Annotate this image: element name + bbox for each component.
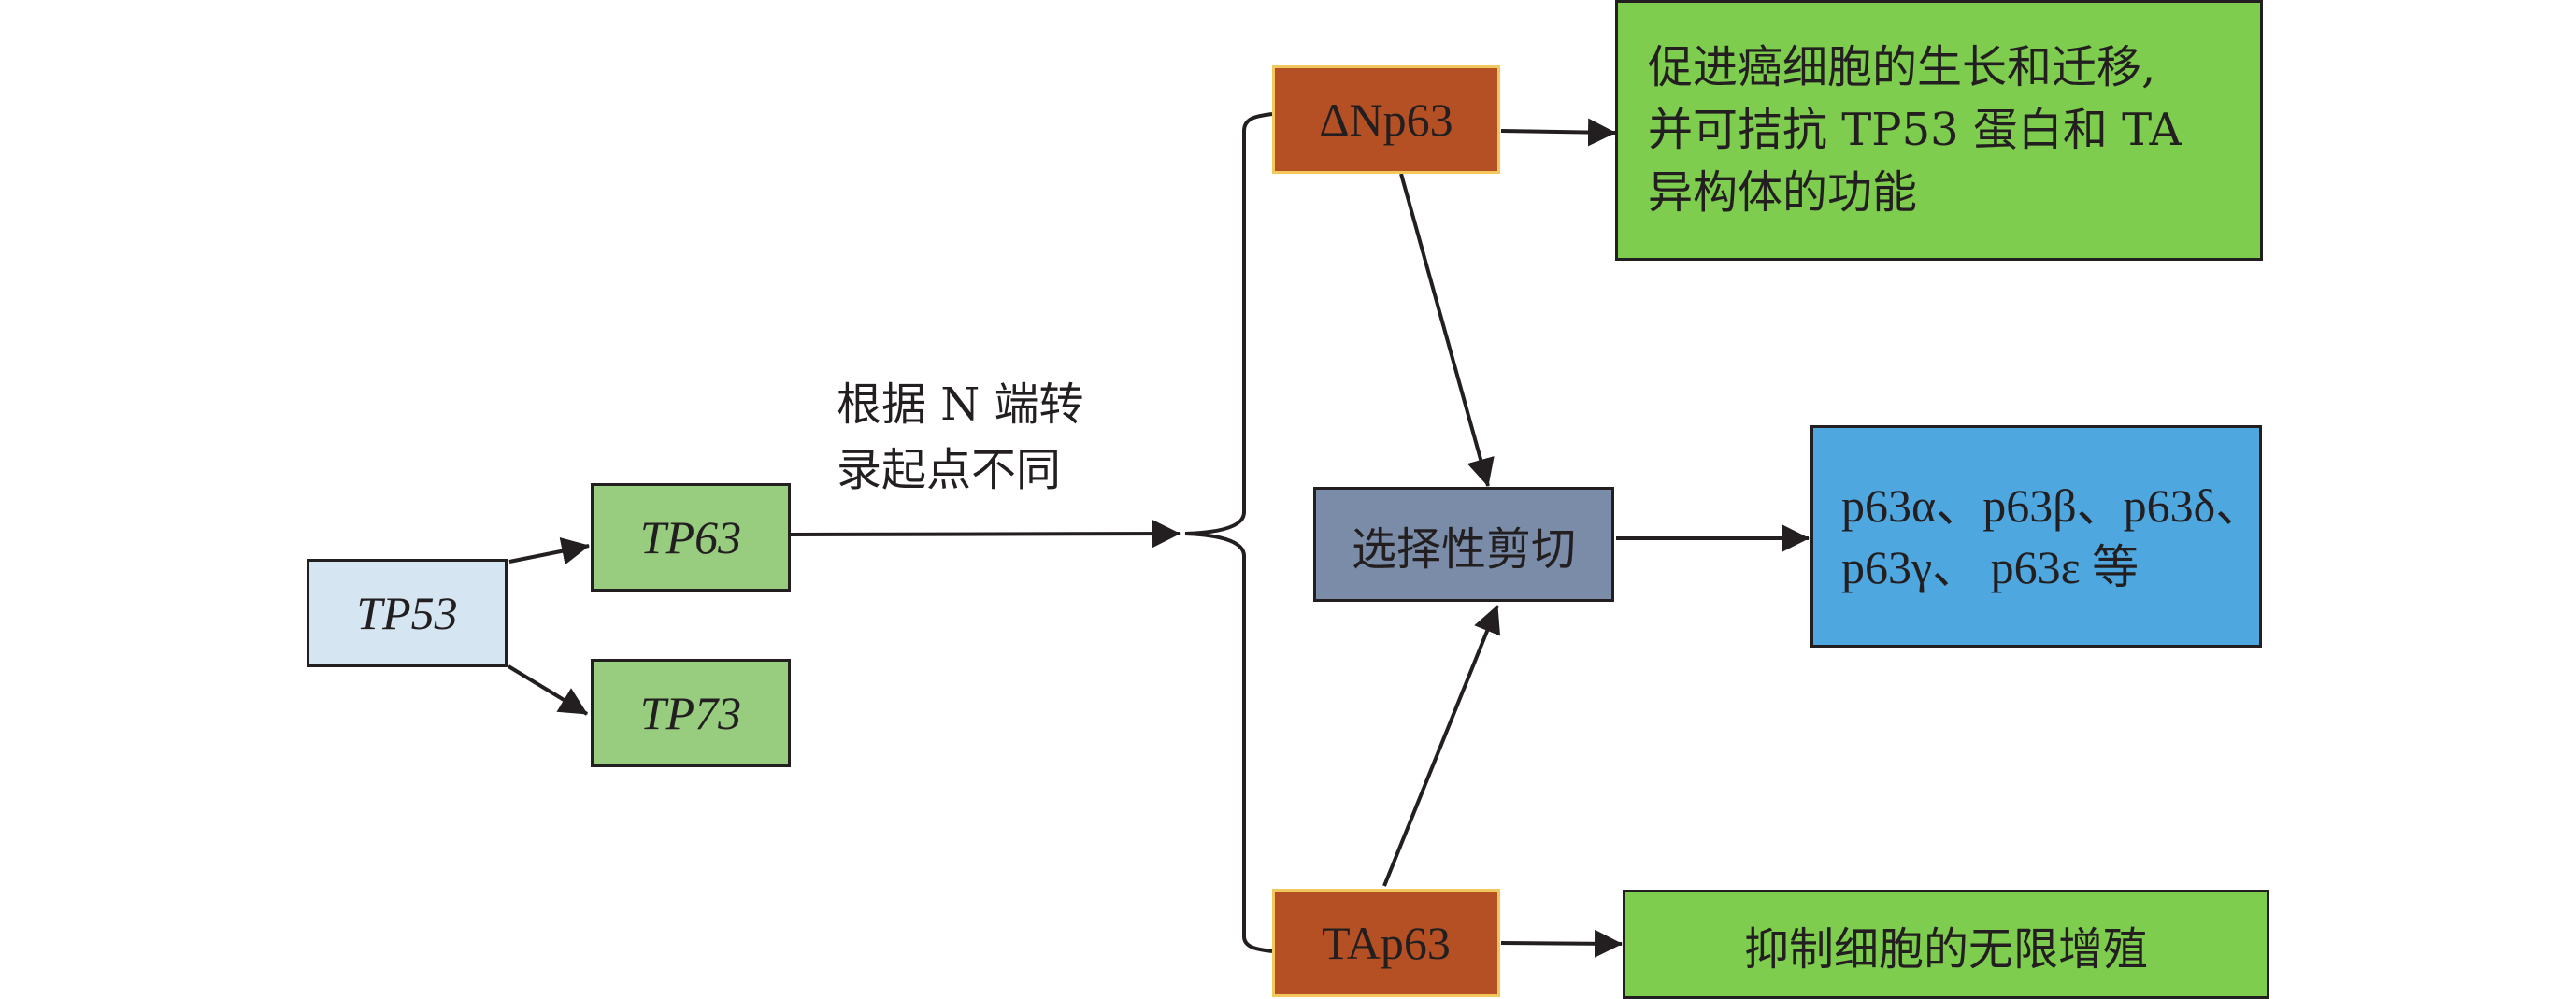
edge-deltanp63-function — [1500, 118, 1616, 147]
node-tp53: TP53 — [307, 559, 508, 667]
delta-np63-function-line-1: 促进癌细胞的生长和迁移, — [1648, 41, 2156, 93]
delta-np63-function-line-2: 并可拮抗 TP53 蛋白和 TA — [1648, 104, 2182, 156]
node-alt-splicing: 选择性剪切 — [1313, 487, 1614, 602]
edge-tap63-function — [1500, 929, 1623, 958]
node-tp53-label: TP53 — [356, 587, 458, 639]
splice-variants-line-1: p63α、p63β、p63δ、 — [1841, 479, 2263, 532]
splice-variants-line-2: p63γ、 p63ε 等 — [1841, 541, 2140, 593]
edge-label-n-terminal: 根据 N 端转 录起点不同 — [837, 372, 1084, 503]
node-tp73: TP73 — [591, 659, 791, 767]
delta-np63-function-text: 促进癌细胞的生长和迁移, 并可拮抗 TP53 蛋白和 TA 异构体的功能 — [1618, 36, 2182, 224]
node-tap63-function: 抑制细胞的无限增殖 — [1623, 890, 2269, 999]
node-delta-np63: ΔNp63 — [1272, 65, 1500, 174]
isoform-brace — [1184, 112, 1273, 953]
node-tap63-function-label: 抑制细胞的无限增殖 — [1743, 922, 2148, 976]
edge-deltanp63-splicing — [1399, 173, 1495, 487]
node-tp73-label: TP73 — [639, 687, 742, 739]
node-tap63: TAp63 — [1272, 889, 1500, 997]
node-tp63: TP63 — [591, 483, 791, 592]
edge-tp53-tp73 — [507, 664, 589, 716]
edge-tp53-tp63 — [508, 536, 590, 565]
edge-tp63-brace — [789, 520, 1181, 549]
delta-np63-function-line-3: 异构体的功能 — [1648, 166, 1918, 219]
node-delta-np63-label: ΔNp63 — [1319, 93, 1453, 146]
splice-variants-text: p63α、p63β、p63δ、 p63γ、 p63ε 等 — [1813, 475, 2262, 598]
edge-label-line-1: 根据 N 端转 — [837, 378, 1084, 431]
node-delta-np63-function: 促进癌细胞的生长和迁移, 并可拮抗 TP53 蛋白和 TA 异构体的功能 — [1615, 0, 2263, 261]
edge-tap63-splicing — [1382, 605, 1501, 887]
node-tp63-label: TP63 — [639, 511, 742, 564]
node-tap63-label: TAp63 — [1322, 917, 1451, 969]
node-splice-variants: p63α、p63β、p63δ、 p63γ、 p63ε 等 — [1810, 425, 2262, 648]
edge-label-line-2: 录起点不同 — [837, 444, 1062, 496]
node-alt-splicing-label: 选择性剪切 — [1351, 522, 1576, 576]
